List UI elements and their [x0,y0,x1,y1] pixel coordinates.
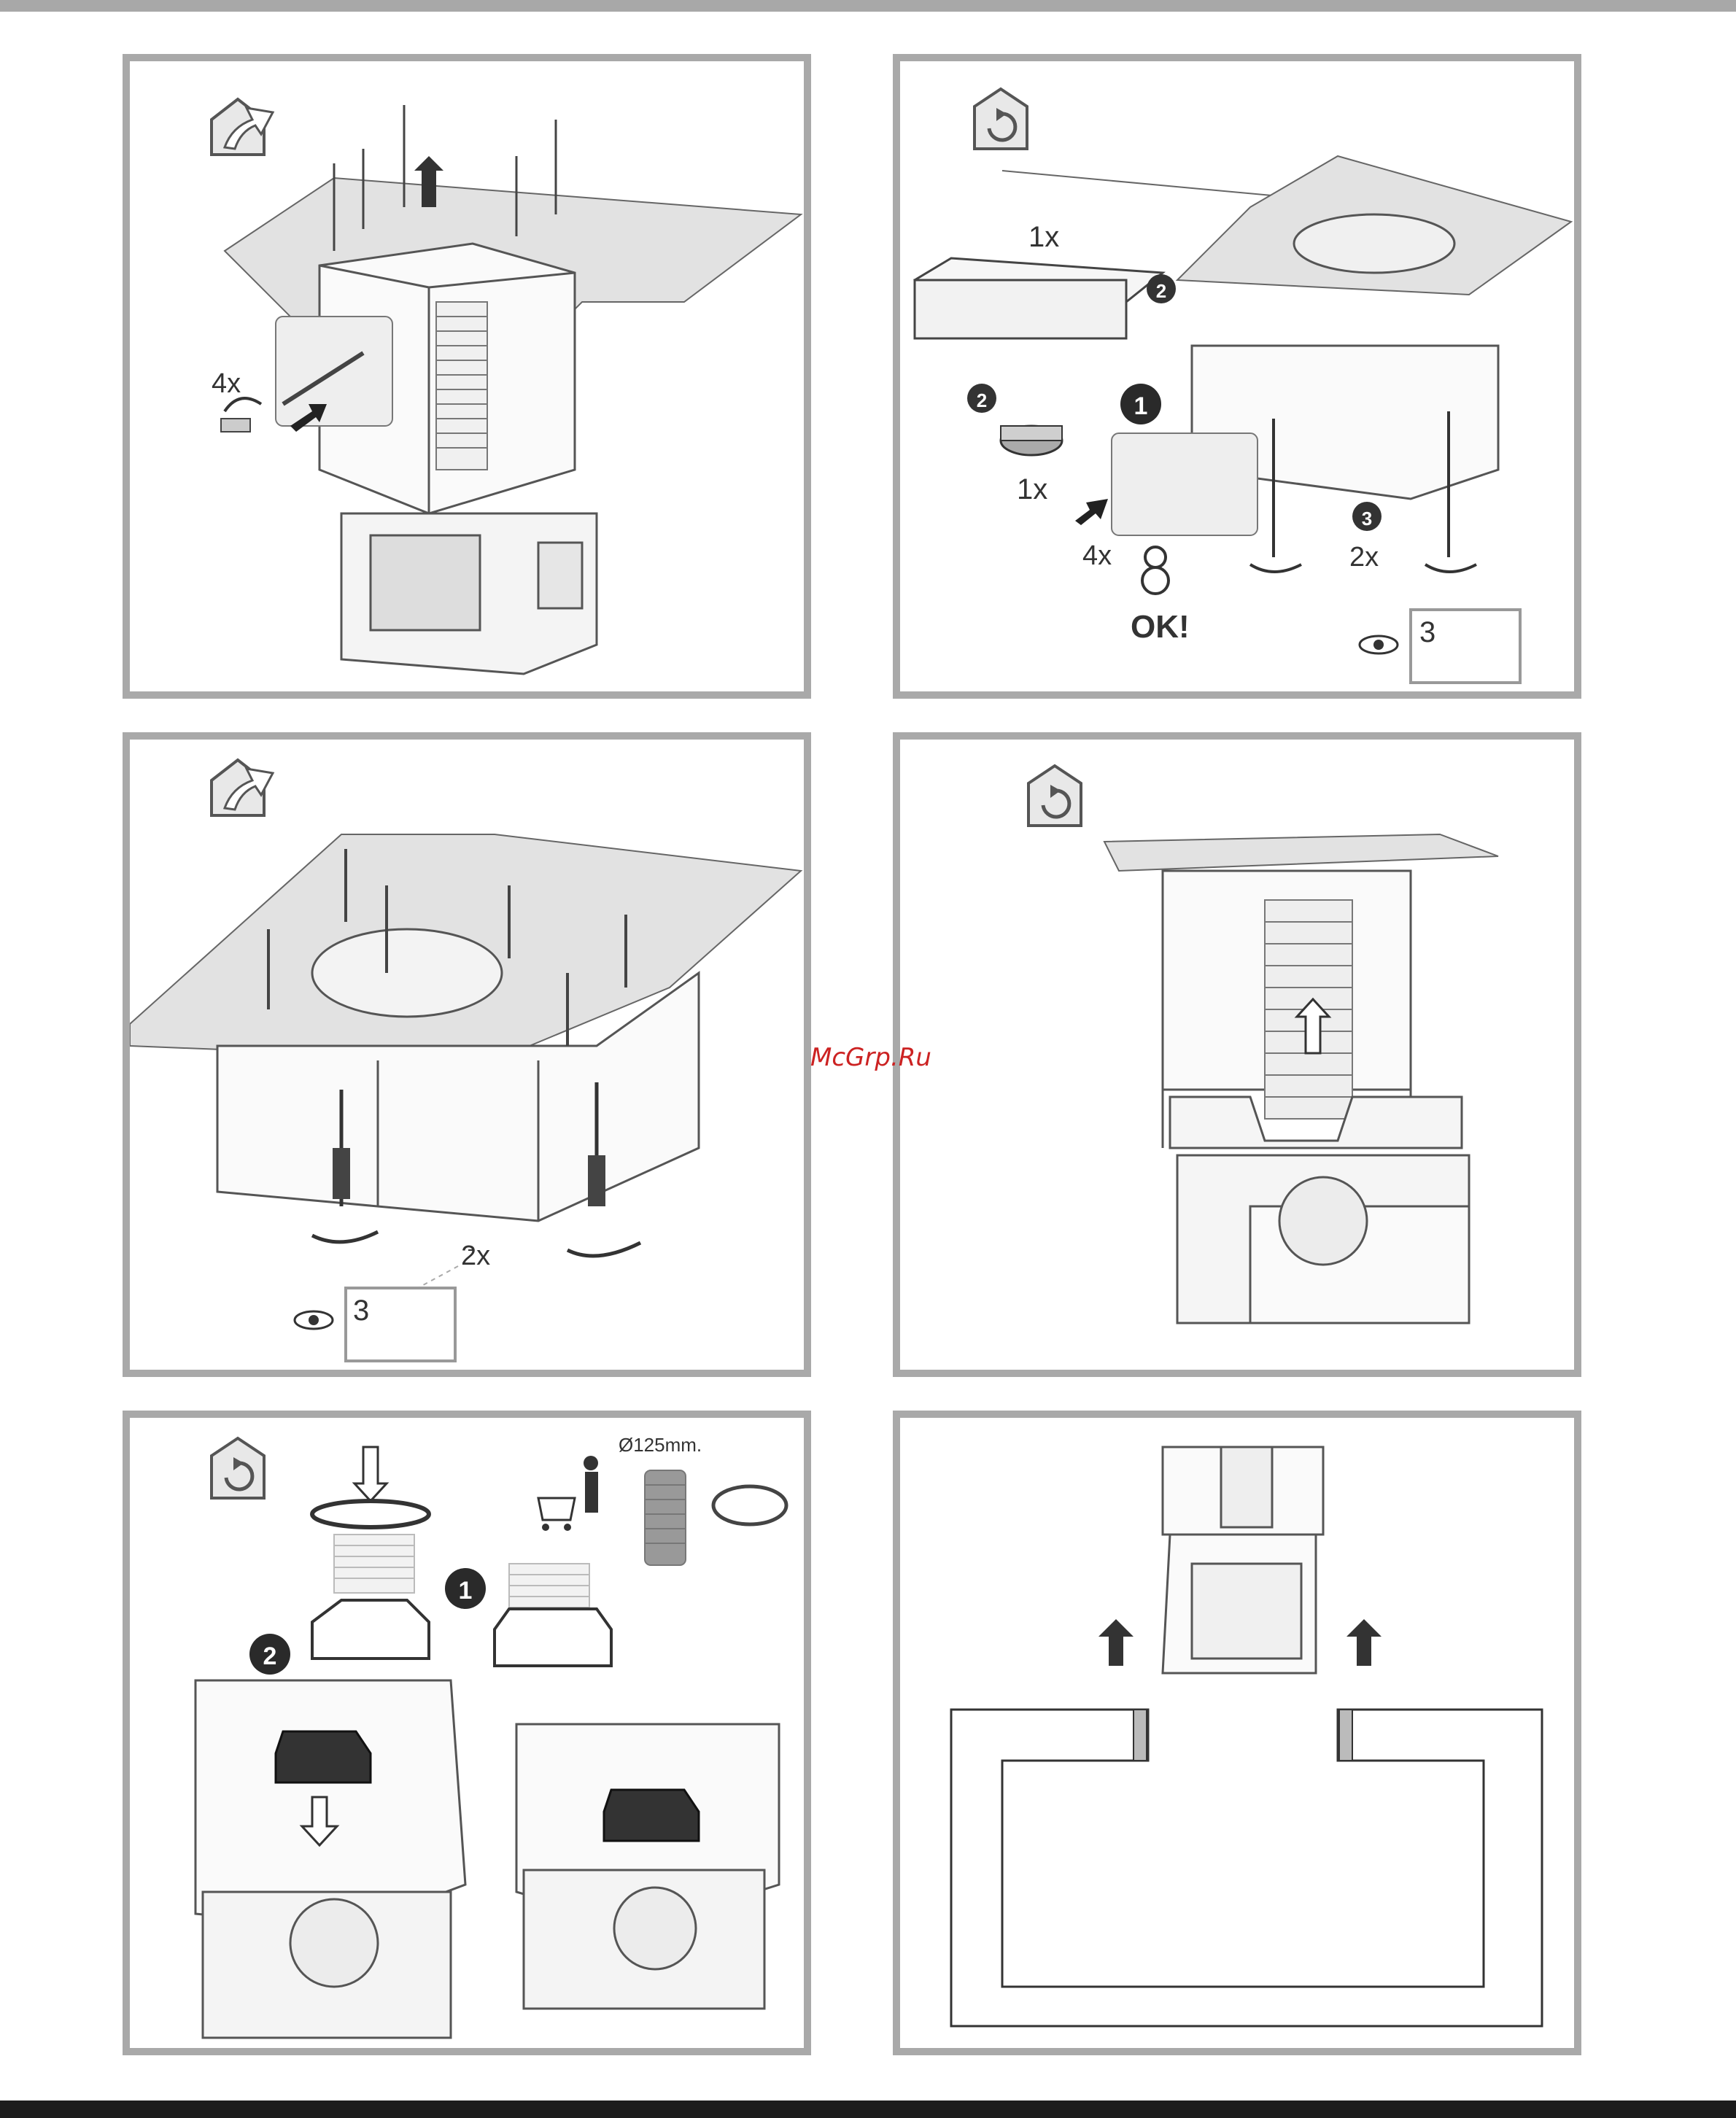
see-figure-eye-icon [295,1311,333,1329]
svg-text:2: 2 [263,1642,277,1670]
flexible-duct-icon [645,1470,686,1565]
recirculation-ceiling-frame-drawing: 1x 2 2 1x 1 4x OK! 3 2x 3 [900,61,1574,691]
up-arrow-left-icon [1098,1619,1134,1666]
panel-step-1: 4x [123,54,811,699]
svg-text:1: 1 [1134,392,1148,420]
chimney-fitting-drawing [900,1418,1574,2048]
recirculation-mode-icon [974,89,1027,149]
recirculation-mode-icon [1028,766,1081,826]
filter-quantity-label: 1x [1017,473,1047,505]
ok-label: OK! [1131,609,1190,645]
duct-adapter-assembly-drawing: 1 Ø125mm. 2 [130,1418,804,2048]
purchase-separately-icon [538,1456,598,1531]
cover-quantity-label: 1x [1028,221,1059,253]
svg-text:2: 2 [977,389,987,411]
watermark: McGrp.Ru [798,1043,944,1075]
duct-diameter-label: Ø125mm. [619,1434,702,1456]
see-figure-number: 3 [1419,616,1435,648]
chimney-casing [951,1710,1542,2026]
panel-step-2: 1x 2 2 1x 1 4x OK! 3 2x 3 [893,54,1581,699]
svg-text:3: 3 [1362,508,1372,530]
ducted-mode-icon [212,99,273,155]
panel-step-5: 1 Ø125mm. 2 [123,1411,811,2055]
hose-clamp-icon [713,1486,786,1524]
see-figure-number: 3 [353,1295,369,1327]
up-arrow-right-icon [1346,1619,1382,1666]
top-border [0,0,1736,12]
ducted-ceiling-frame-drawing: 4x [130,61,804,691]
svg-text:2: 2 [1156,280,1166,302]
svg-text:1: 1 [459,1577,473,1605]
bolt-quantity-label: 2x [461,1241,490,1271]
panel-step-3: 2x 3 [123,732,811,1377]
bottom-border [0,2100,1736,2118]
panel-step-6 [893,1411,1581,2055]
quantity-label: 4x [212,368,241,399]
recirculation-mode-icon [212,1438,264,1498]
recirculation-assembled-drawing [900,740,1574,1370]
screw-quantity-label: 4x [1082,540,1112,571]
panel-step-4 [893,732,1581,1377]
bolt-quantity-label: 2x [1349,542,1379,573]
ducted-mode-icon [212,760,273,815]
ducted-bolt-fixing-drawing: 2x 3 [130,740,804,1370]
see-figure-eye-icon [1360,636,1398,653]
